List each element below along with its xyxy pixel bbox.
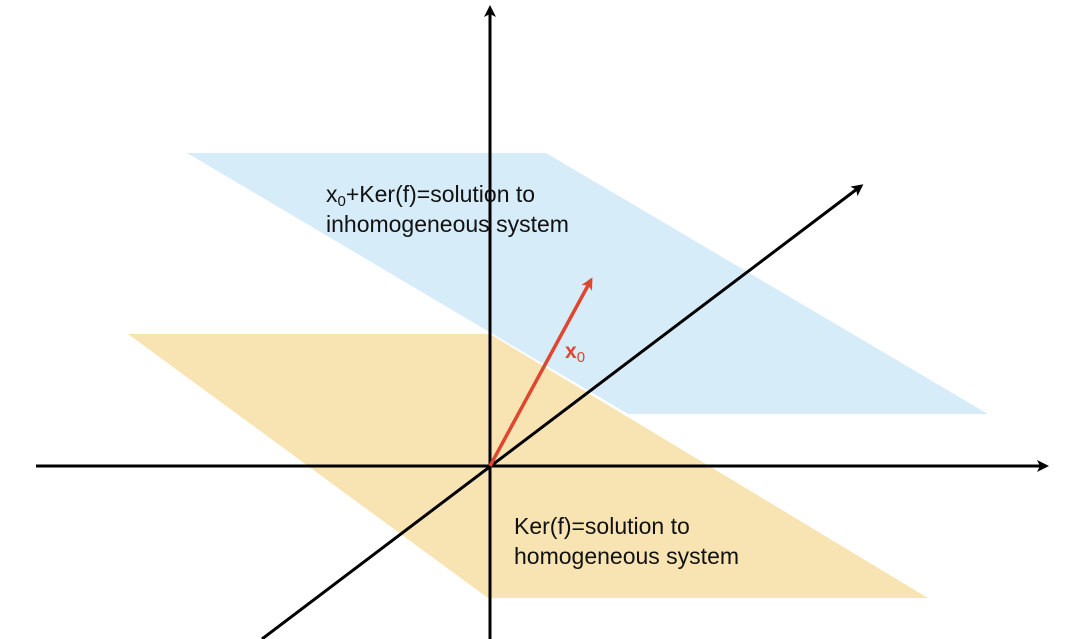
inhomogeneous-plane-label-line1: x0+Ker(f)=solution to (326, 181, 535, 210)
x0-vector-label: x0 (565, 340, 585, 366)
inhomogeneous-plane-label-line2: inhomogeneous system (326, 211, 569, 237)
x0-vector (488, 277, 593, 467)
homogeneous-plane-label-line2: homogeneous system (514, 543, 739, 569)
diagonal-axis (261, 184, 864, 639)
homogeneous-plane-label-line1: Ker(f)=solution to (514, 513, 690, 539)
